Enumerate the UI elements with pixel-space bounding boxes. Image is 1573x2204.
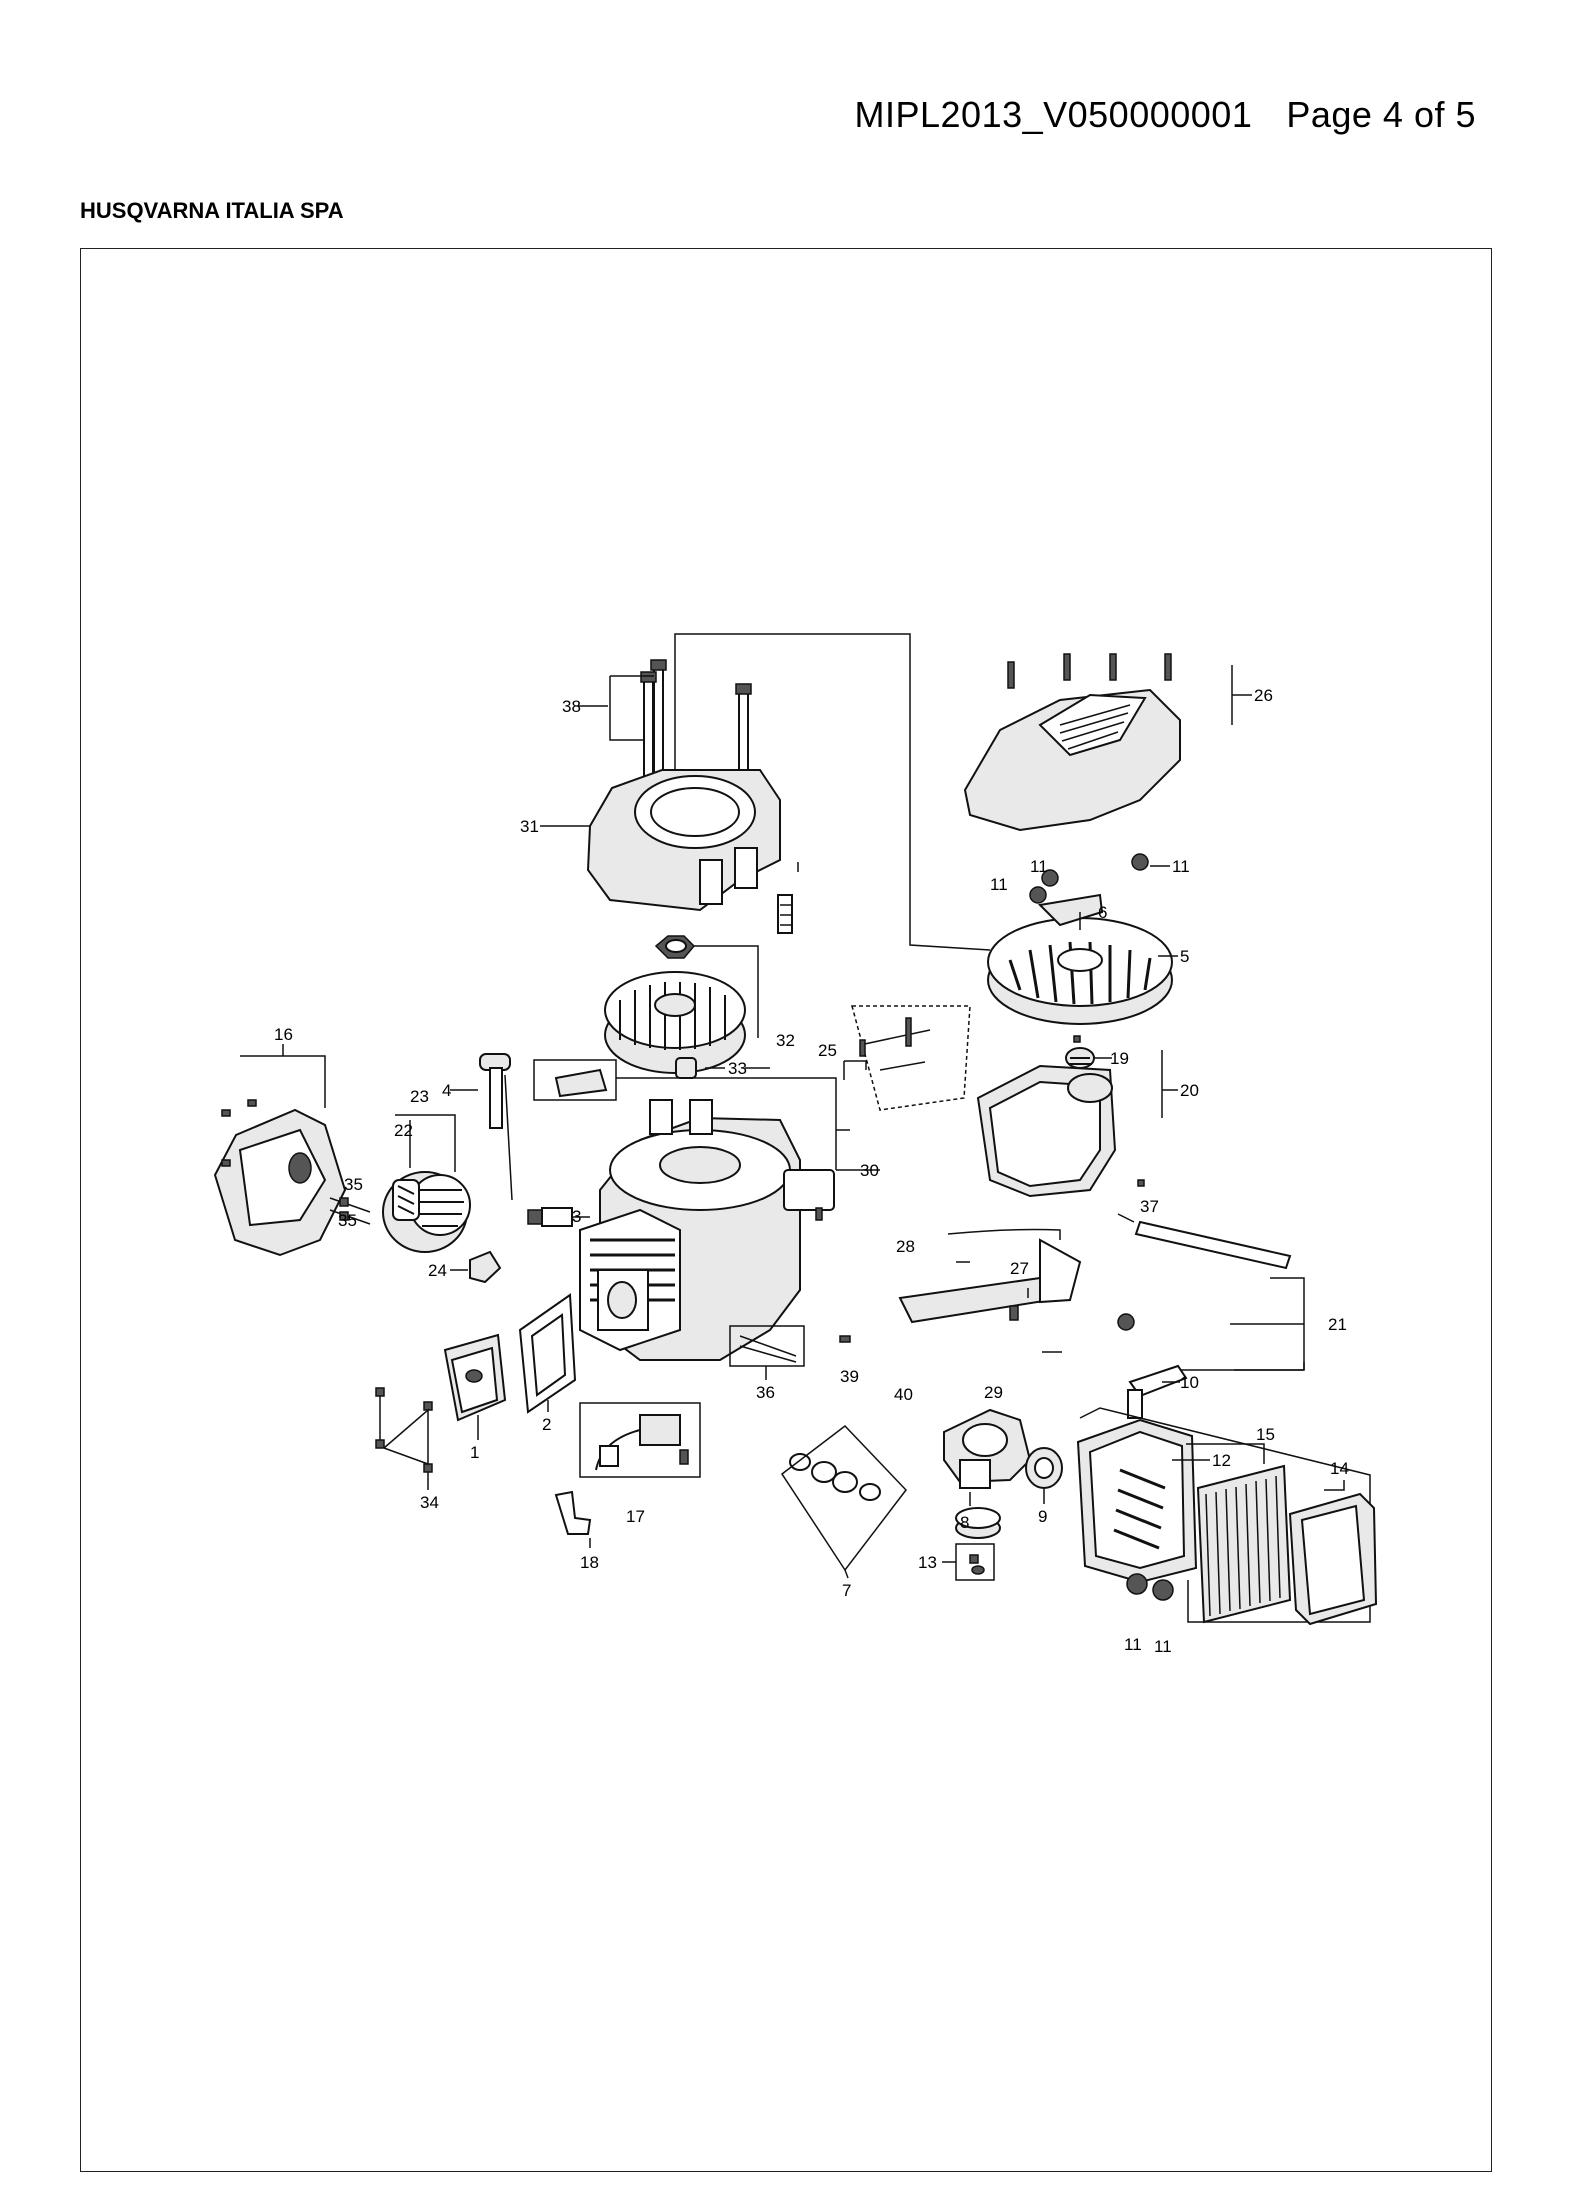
- callout-11-e: 11: [1154, 1637, 1172, 1656]
- callout-21: 21: [1328, 1315, 1347, 1334]
- part-bolts-34: [375, 1387, 433, 1490]
- callout-18: 18: [580, 1553, 599, 1572]
- callout-35-b: 35: [338, 1211, 357, 1230]
- callout-19: 19: [1110, 1049, 1129, 1068]
- part-fuel-tank-20: [976, 1035, 1178, 1198]
- part-spring-39: [839, 1335, 851, 1343]
- callout-33: 33: [728, 1059, 747, 1078]
- callout-26: 26: [1254, 686, 1273, 705]
- callout-5: 5: [1180, 947, 1189, 966]
- callout-8: 8: [960, 1513, 969, 1532]
- part-gasket-24: [450, 1250, 502, 1284]
- callout-29: 29: [984, 1383, 1003, 1402]
- callout-25: 25: [818, 1041, 837, 1060]
- callout-3: 3: [572, 1207, 581, 1226]
- part-studs-35: [329, 1197, 371, 1225]
- page-number: Page 4 of 5: [1286, 94, 1476, 135]
- part-ignition-coil-17: [579, 1402, 701, 1478]
- part-seal-9: [1025, 1447, 1063, 1504]
- callout-28: 28: [896, 1237, 915, 1256]
- callout-31: 31: [520, 817, 539, 836]
- callout-24: 24: [428, 1261, 447, 1280]
- part-throttle-control-27: [898, 1228, 1082, 1353]
- callout-37: 37: [1140, 1197, 1159, 1216]
- callout-40: 40: [894, 1385, 913, 1404]
- callout-27: 27: [1010, 1259, 1029, 1278]
- callout-11-a: 11: [1030, 857, 1048, 876]
- part-muffler-shield-16: [213, 1044, 347, 1257]
- callout-2: 2: [542, 1415, 551, 1434]
- part-dipstick-4: [450, 1053, 513, 1201]
- part-recoil-starter-5: [987, 853, 1178, 1025]
- part-bolts-38: [578, 659, 752, 799]
- part-engine-cover-26: [963, 653, 1252, 832]
- callout-11-c: 11: [1172, 857, 1190, 876]
- callout-15: 15: [1256, 1425, 1275, 1444]
- part-cylinder-cover-1: [443, 1333, 507, 1440]
- callout-10: 10: [1180, 1373, 1199, 1392]
- callout-38: 38: [562, 697, 581, 716]
- part-bracket-30: [533, 1059, 880, 1171]
- callout-13: 13: [918, 1553, 937, 1572]
- diagram-frame: [80, 248, 1492, 2172]
- callout-12: 12: [1212, 1451, 1231, 1470]
- part-governor-linkage-25: [843, 1005, 971, 1111]
- callout-34: 34: [420, 1493, 439, 1512]
- callout-36: 36: [756, 1383, 775, 1402]
- company-name: HUSQVARNA ITALIA SPA: [80, 198, 344, 223]
- callout-11-b: 11: [990, 875, 1008, 894]
- callout-23: 23: [410, 1087, 429, 1106]
- part-air-housing-23: [382, 1114, 471, 1253]
- document-code: MIPL2013_V050000001: [854, 94, 1253, 135]
- callout-16: 16: [274, 1025, 293, 1044]
- callout-22: 22: [394, 1121, 413, 1140]
- part-pushrods-36: [729, 1325, 805, 1380]
- callout-35-a: 35: [344, 1175, 363, 1194]
- part-clip: [777, 862, 799, 934]
- callout-6: 6: [1098, 903, 1107, 922]
- callout-7: 7: [842, 1581, 851, 1600]
- callout-9: 9: [1038, 1507, 1047, 1526]
- part-blower-housing-31: [540, 769, 781, 912]
- part-wrench-10: [1117, 1277, 1305, 1419]
- part-plug-boot-18: [554, 1490, 592, 1548]
- callout-4: 4: [442, 1081, 451, 1100]
- callout-11-d: 11: [1124, 1635, 1142, 1654]
- callout-20: 20: [1180, 1081, 1199, 1100]
- assembly-leader-line: [674, 633, 991, 951]
- callout-39: 39: [840, 1367, 859, 1386]
- part-spark-plug-3: [527, 1207, 590, 1227]
- part-air-filter-assembly: [1076, 1407, 1378, 1626]
- document-id: MIPL2013_V050000001 Page 4 of 5: [855, 94, 1477, 136]
- part-carburetor-29: [942, 1408, 1032, 1581]
- part-gasket-set-7: [780, 1424, 907, 1579]
- callout-17: 17: [626, 1507, 645, 1526]
- part-flywheel-32: [604, 935, 759, 1074]
- part-engine-block: [579, 1099, 835, 1361]
- callout-14: 14: [1330, 1459, 1349, 1478]
- part-bar-37: [1117, 1213, 1292, 1270]
- part-head-gasket-2: [518, 1293, 577, 1414]
- callout-32: 32: [776, 1031, 795, 1050]
- callout-1: 1: [470, 1443, 479, 1462]
- callout-30: 30: [860, 1161, 879, 1180]
